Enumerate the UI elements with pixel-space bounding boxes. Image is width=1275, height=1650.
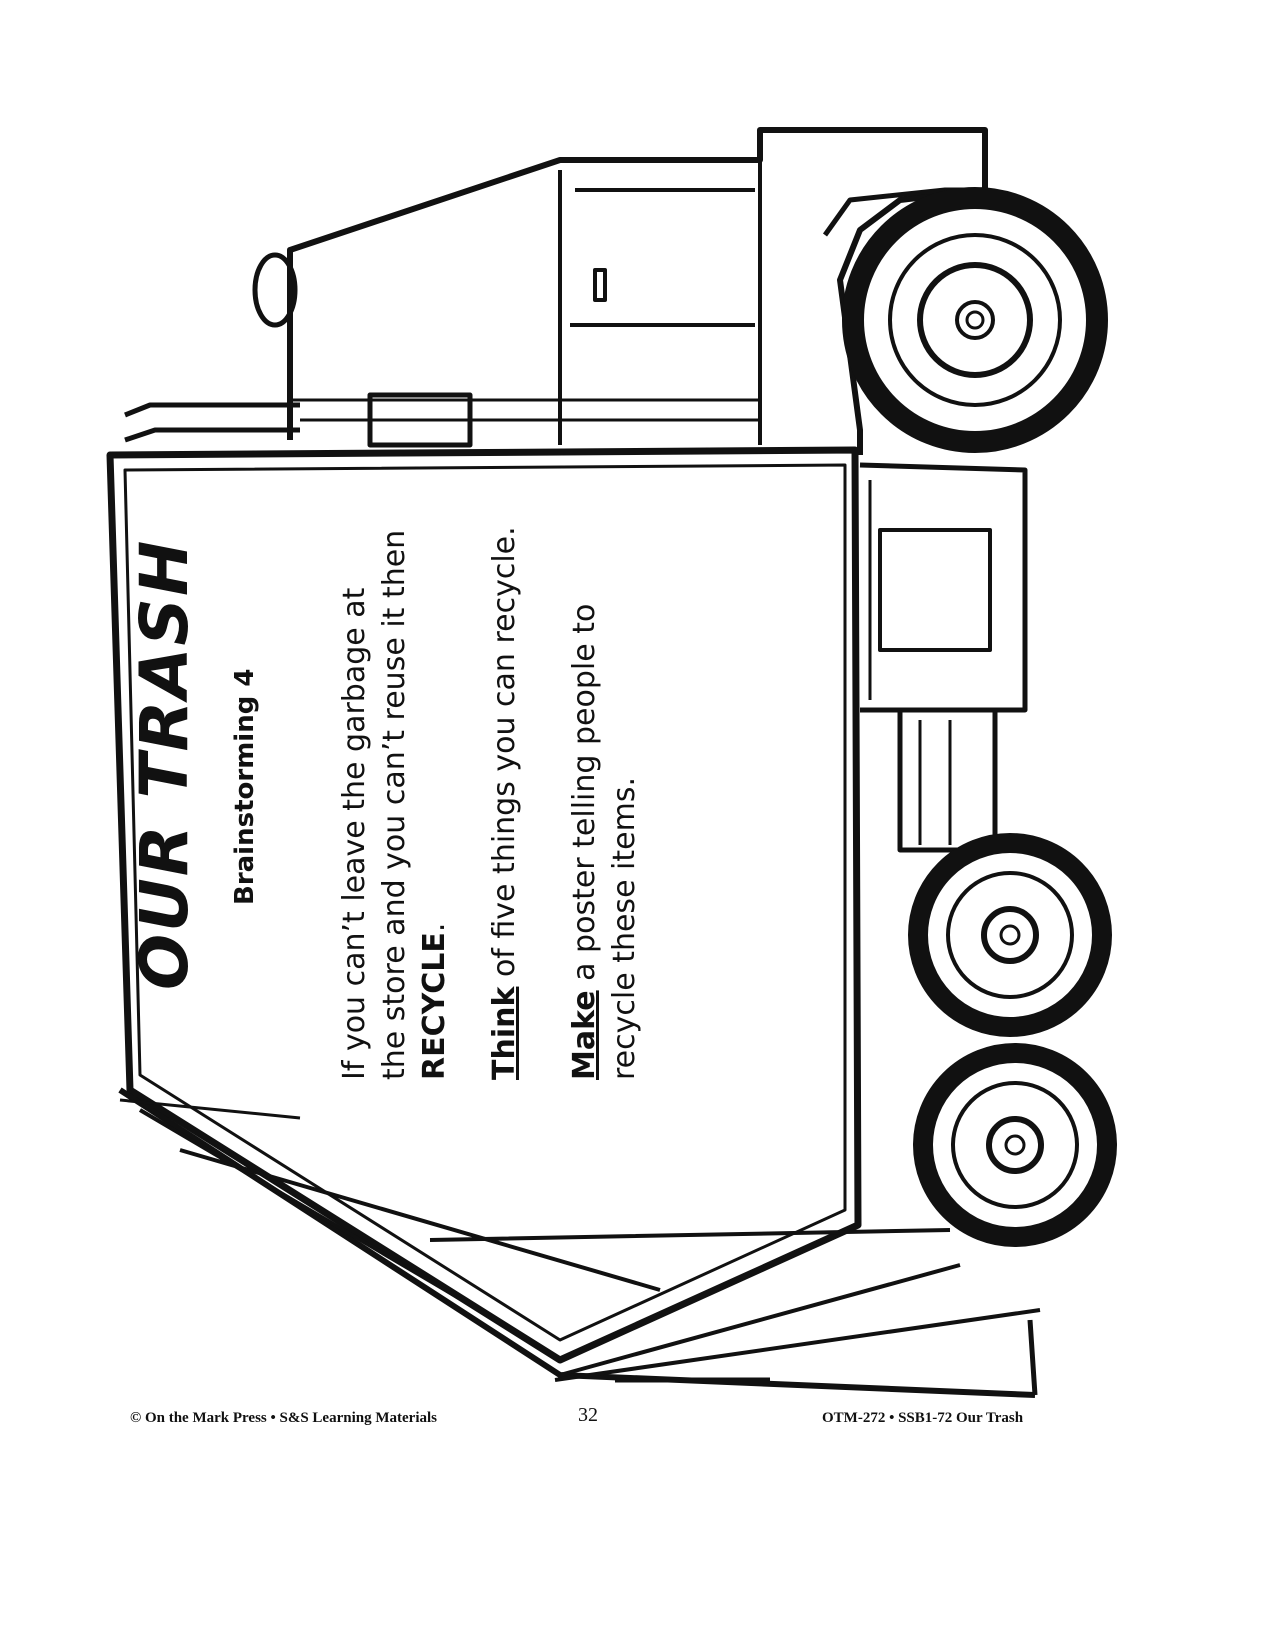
rear-wheel-2 (913, 1043, 1117, 1247)
think-verb: Think (487, 986, 522, 1080)
front-wheel (842, 187, 1108, 453)
think-text: of five things you can recycle. (487, 526, 522, 987)
paragraph-line: Make a poster telling people to (565, 604, 605, 1080)
truck-body (106, 446, 862, 1364)
rear-wheel-1 (908, 833, 1112, 1037)
footer-product-code: OTM-272 • SSB1-72 Our Trash (822, 1410, 1024, 1426)
subtitle: Brainstorming 4 (230, 668, 260, 905)
paragraph-line: If you can’t leave the garbage at (337, 587, 372, 1080)
make-verb: Make (567, 990, 602, 1080)
period: . (417, 922, 452, 933)
recycle-emphasis: RECYCLE (417, 932, 452, 1080)
page-number: 32 (578, 1404, 598, 1426)
page-title: OUR TRASH (126, 538, 203, 990)
paragraph-make: Make a poster telling people to recycle … (565, 604, 645, 1080)
paragraph-think: Think of five things you can recycle. (485, 526, 525, 1080)
paragraph-line: RECYCLE. (415, 530, 455, 1080)
paragraph-line: recycle these items. (607, 776, 642, 1080)
paragraph-line: the store and you can’t reuse it then (377, 529, 412, 1080)
footer-publisher: © On the Mark Press • S&S Learning Mater… (130, 1410, 437, 1426)
make-text: a poster telling people to (567, 603, 602, 991)
worksheet-text: OUR TRASH Brainstorming 4 If you can’t l… (126, 490, 690, 1090)
paragraph-recycle: If you can’t leave the garbage at the st… (335, 530, 455, 1080)
